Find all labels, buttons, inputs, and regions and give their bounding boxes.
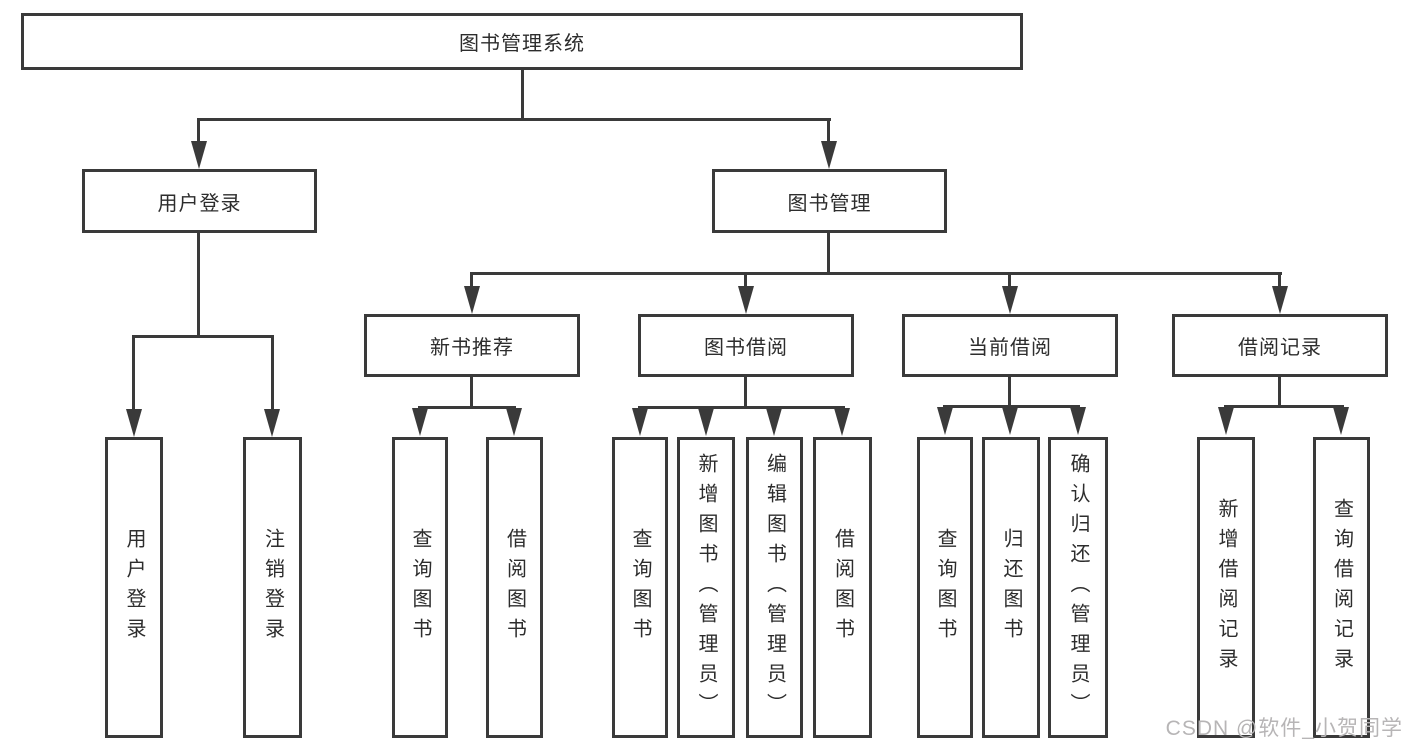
connector-borrow-records-bus	[1224, 405, 1344, 408]
leaf-borrow-books-1: 借阅图书	[486, 437, 543, 738]
leaf-borrow-books-2: 借阅图书	[813, 437, 872, 738]
arrowhead-leaf-confirm-return	[1070, 407, 1086, 435]
leaf-label: 借阅图书	[503, 527, 526, 648]
leaf-query-books-2: 查询图书	[612, 437, 668, 738]
leaf-label: 查询图书	[934, 527, 956, 648]
leaf-query-books-1: 查询图书	[392, 437, 448, 738]
node-user-login: 用户登录	[82, 169, 317, 233]
arrowhead-leaf-query-record	[1333, 407, 1349, 435]
connector-book-borrow-bus	[638, 406, 845, 409]
node-label: 当前借阅	[968, 337, 1052, 359]
leaf-return-book: 归还图书	[982, 437, 1040, 738]
connector-root-trunk	[521, 68, 524, 121]
arrowhead-current-borrow	[1002, 286, 1018, 314]
leaf-logout: 注销登录	[243, 437, 302, 738]
leaf-user-login: 用户登录	[105, 437, 163, 738]
leaf-label: 借阅图书	[831, 527, 854, 648]
node-label: 图书管理系统	[459, 33, 585, 55]
connector-drop-leaf-logout	[271, 335, 274, 411]
arrowhead-borrow-records	[1272, 286, 1288, 314]
leaf-label: 新增借阅记录	[1215, 497, 1237, 678]
leaf-label: 查询图书	[409, 527, 431, 648]
leaf-add-borrow-record: 新增借阅记录	[1197, 437, 1255, 738]
connector-user-login-bus	[132, 335, 274, 338]
leaf-confirm-return-admin: 确认归还（管理员）	[1048, 437, 1108, 738]
connector-drop-user-login	[197, 118, 200, 148]
leaf-label: 编辑图书（管理员）	[763, 452, 786, 723]
arrowhead-leaf-query-books-1	[412, 408, 428, 436]
arrowhead-leaf-borrow-books-2	[834, 408, 850, 436]
node-label: 借阅记录	[1238, 337, 1322, 359]
node-label: 新书推荐	[430, 337, 514, 359]
node-label: 用户登录	[157, 192, 242, 215]
arrowhead-leaf-login	[126, 409, 142, 437]
node-current-borrowing: 当前借阅	[902, 314, 1118, 377]
leaf-add-book-admin: 新增图书（管理员）	[677, 437, 735, 738]
connector-drop-leaf-login	[132, 335, 135, 411]
node-new-book-recommend: 新书推荐	[364, 314, 580, 377]
node-book-borrowing: 图书借阅	[638, 314, 854, 377]
connector-current-borrow-trunk	[1008, 376, 1011, 408]
leaf-label: 新增图书（管理员）	[695, 452, 717, 723]
arrowhead-book-borrow	[738, 286, 754, 314]
leaf-label: 用户登录	[123, 527, 145, 648]
arrowhead-leaf-add-book	[698, 408, 714, 436]
node-book-management: 图书管理	[712, 169, 947, 233]
arrowhead-book-mgmt	[821, 141, 837, 169]
connector-new-book-bus	[418, 406, 516, 409]
connector-borrow-records-trunk	[1278, 376, 1281, 408]
arrowhead-leaf-return-book	[1002, 407, 1018, 435]
node-label: 图书管理	[787, 192, 872, 215]
arrowhead-leaf-add-record	[1218, 407, 1234, 435]
leaf-label: 确认归还（管理员）	[1067, 452, 1089, 723]
csdn-watermark: CSDN @软件_小贺同学	[1165, 717, 1403, 740]
leaf-query-books-3: 查询图书	[917, 437, 973, 738]
leaf-label: 查询图书	[629, 527, 651, 648]
leaf-label: 注销登录	[261, 527, 284, 648]
leaf-query-borrow-record: 查询借阅记录	[1313, 437, 1370, 738]
connector-user-login-trunk	[197, 231, 200, 338]
connector-new-book-trunk	[470, 376, 473, 409]
connector-level3-bus	[470, 272, 1282, 275]
node-library-management-system: 图书管理系统	[21, 13, 1023, 70]
leaf-edit-book-admin: 编辑图书（管理员）	[746, 437, 803, 738]
arrowhead-user-login	[191, 141, 207, 169]
connector-book-borrow-trunk	[744, 376, 747, 409]
arrowhead-leaf-edit-book	[766, 408, 782, 436]
arrowhead-new-book	[464, 286, 480, 314]
connector-current-borrow-bus	[943, 405, 1080, 408]
arrowhead-leaf-logout	[264, 409, 280, 437]
connector-drop-book-mgmt	[827, 118, 830, 148]
node-label: 图书借阅	[704, 337, 788, 359]
node-borrowing-records: 借阅记录	[1172, 314, 1388, 377]
leaf-label: 归还图书	[1000, 527, 1022, 648]
connector-book-mgmt-trunk	[827, 232, 830, 275]
arrowhead-leaf-query-books-3	[937, 407, 953, 435]
arrowhead-leaf-borrow-books-1	[506, 408, 522, 436]
connector-level1-bus	[197, 118, 831, 121]
leaf-label: 查询借阅记录	[1330, 497, 1353, 678]
arrowhead-leaf-query-books-2	[632, 408, 648, 436]
